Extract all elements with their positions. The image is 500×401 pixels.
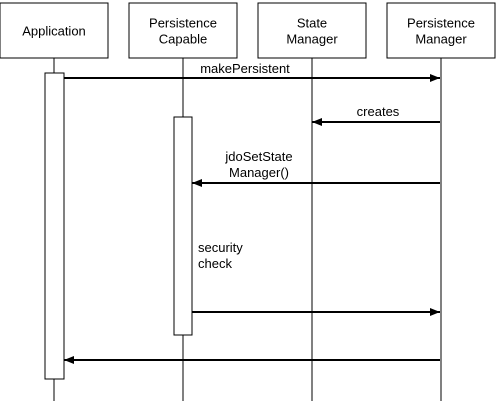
participant-box-persistence-capable [128, 2, 238, 59]
participant-label-persistence-capable: Capable [159, 32, 207, 47]
participant-label-persistence-manager: Manager [415, 32, 467, 47]
participant-box-state-manager [257, 2, 367, 59]
participant-label-application: Application [22, 24, 86, 39]
message-label-creates: creates [357, 104, 400, 119]
participant-label-state-manager: State [297, 16, 327, 31]
activation-bar-persistence-capable [173, 116, 193, 336]
participant-label-state-manager: Manager [286, 32, 338, 47]
participant-label-persistence-capable: Persistence [149, 16, 217, 31]
note-label-security-check: check [198, 256, 232, 271]
participant-box-application [0, 2, 109, 59]
activation-bar-application [44, 72, 65, 380]
participant-label-persistence-manager: Persistence [407, 16, 475, 31]
message-creates: creates [312, 104, 440, 126]
message-label-make-persistent: makePersistent [200, 61, 290, 76]
participant-box-persistence-manager [386, 2, 496, 59]
participant-application: Application [0, 2, 109, 59]
note-label-security-check: security [198, 240, 243, 255]
message-label-jdo-set-state-manager: jdoSetState [224, 149, 292, 164]
message-make-persistent: makePersistent [64, 61, 440, 82]
message-label-jdo-set-state-manager: Manager() [229, 165, 289, 180]
